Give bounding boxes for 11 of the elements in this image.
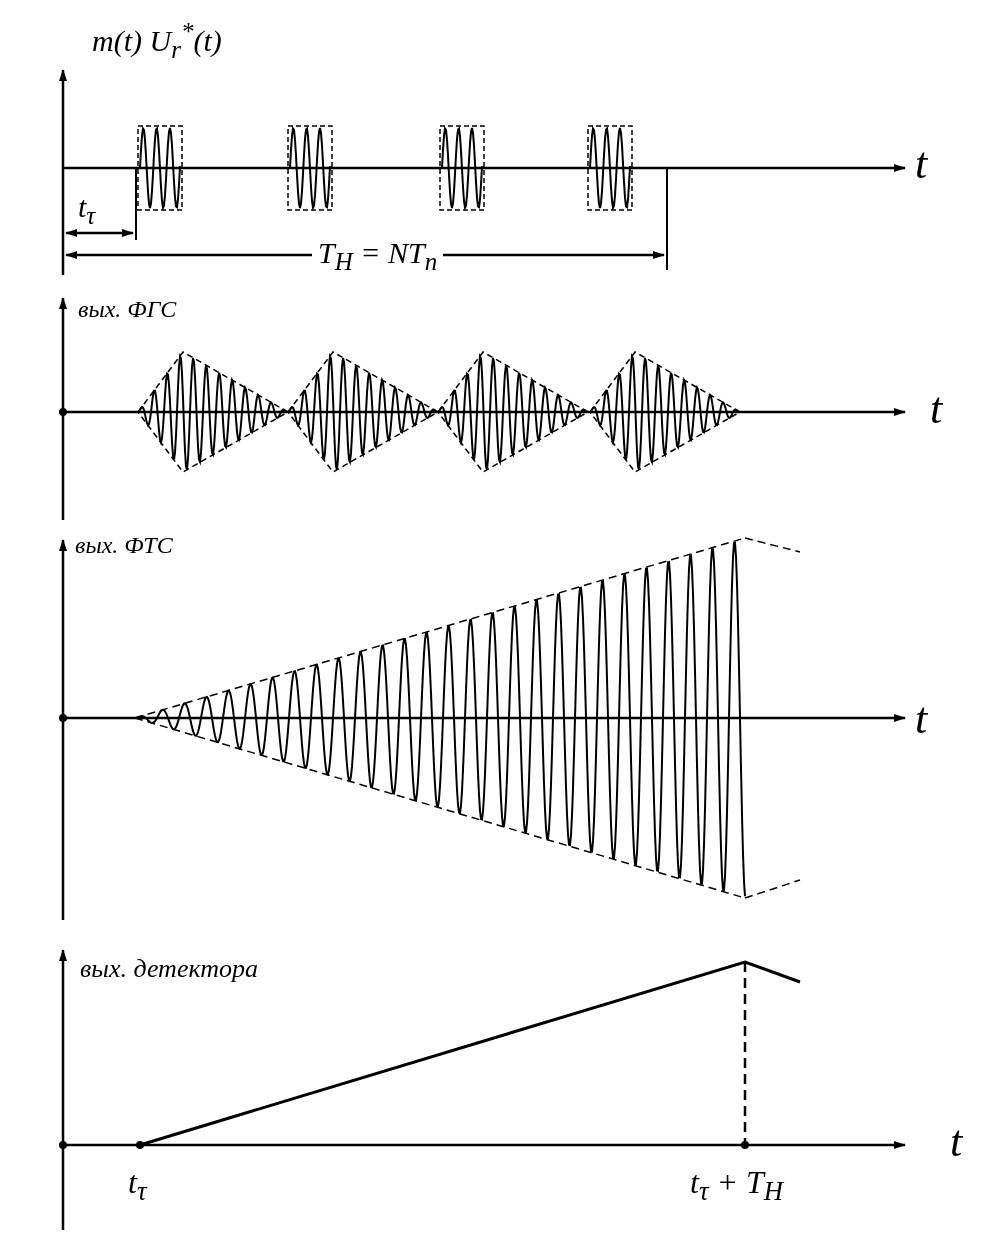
axis-label: вых. ФГС <box>78 296 177 323</box>
axis-label: вых. детектора <box>80 955 258 984</box>
dimension-label: t$_{τ}$ <box>78 190 96 230</box>
axis-label: t <box>915 140 928 189</box>
tick-label: t$_{τ}$ + T$_{Н}$ <box>690 1165 784 1207</box>
axis-label: t <box>950 1118 963 1167</box>
axis-label: t <box>915 695 928 744</box>
tick-label: t$_{τ}$ <box>128 1165 147 1207</box>
axis-label: вых. ФТС <box>75 532 173 559</box>
axis-label: m(t) U$_{r}$$^{*}$(t) <box>92 18 222 64</box>
axis-label: t <box>930 385 943 434</box>
